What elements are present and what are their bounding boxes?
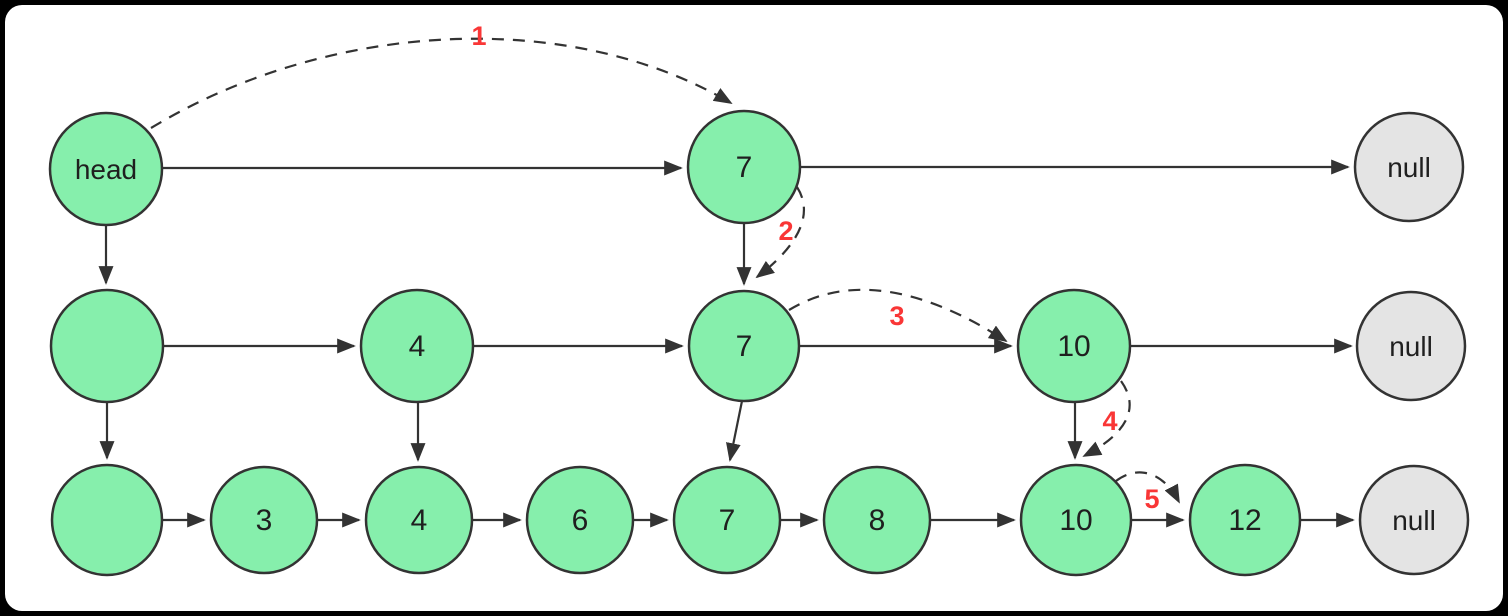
node-l0-3-circle [209,465,319,575]
node-l0-12: 12 [1188,463,1302,577]
node-head: head [48,111,164,227]
node-head-label: head [75,154,137,185]
node-l0-null-circle [1358,464,1470,576]
node-l1-10-label: 10 [1057,330,1090,363]
node-l0-6: 6 [525,465,635,575]
node-l0-12-circle [1188,463,1302,577]
node-l0-4: 4 [364,465,474,575]
level-2-row: head 7 null [48,109,1465,227]
step-4-dashed-arrow [1082,380,1131,457]
node-l1-4: 4 [359,288,475,404]
level-0-row: 3 4 6 7 8 10 12 null [50,463,1470,577]
step-1-label: 1 [471,21,486,51]
node-l0-4-label: 4 [411,504,428,537]
step-3-label: 3 [889,301,904,331]
node-l1-7: 7 [687,289,801,403]
node-l2-7-label: 7 [736,151,753,184]
step-3-dashed-arrow [788,288,1008,343]
node-l1-null-circle [1355,290,1467,402]
node-l0-6-circle [525,465,635,575]
step-labels: 1 2 3 4 5 [471,21,1159,514]
node-l0-3-label: 3 [256,504,273,537]
node-l0-8-circle [822,465,932,575]
node-l0-7-label: 7 [719,504,736,537]
step-5-label: 5 [1144,484,1159,514]
node-l0-6-label: 6 [572,504,589,537]
node-l2-7-circle [686,109,802,225]
node-l1-sentinel [49,288,165,404]
step-2-dashed-arrow [755,186,806,279]
node-l0-8: 8 [822,465,932,575]
node-l0-sentinel [50,463,164,577]
node-l1-7-circle [687,289,801,403]
node-l2-null-label: null [1387,152,1431,183]
node-l0-3: 3 [209,465,319,575]
node-l0-7: 7 [672,465,782,575]
node-l1-4-label: 4 [409,330,426,363]
node-l0-4-circle [364,465,474,575]
node-l1-10-circle [1016,288,1132,404]
node-l0-7-circle [672,465,782,575]
node-l1-10: 10 [1016,288,1132,404]
node-l0-12-label: 12 [1228,504,1261,537]
level-1-row: 4 7 10 null [49,288,1467,404]
node-l1-7-label: 7 [736,330,753,363]
step-2-label: 2 [778,216,793,246]
node-l1-4-circle [359,288,475,404]
pointer-arrows [98,159,1355,528]
step-1-dashed-arrow [150,37,733,129]
node-l2-null-circle [1353,111,1465,223]
node-l0-8-label: 8 [869,504,886,537]
node-l0-null: null [1358,464,1470,576]
arrow-l1-7-down [726,400,744,462]
node-head-circle [48,111,164,227]
search-path [150,37,1180,504]
node-l0-10-circle [1019,463,1133,577]
node-l1-null-label: null [1389,331,1433,362]
node-l0-null-label: null [1392,505,1436,536]
node-l0-sentinel-circle [50,463,164,577]
node-l2-7: 7 [686,109,802,225]
node-l0-10: 10 [1019,463,1133,577]
step-5-dashed-arrow [1115,471,1180,504]
node-l0-10-label: 10 [1059,504,1092,537]
node-l1-null: null [1355,290,1467,402]
node-l1-sentinel-circle [49,288,165,404]
step-4-label: 4 [1102,406,1117,436]
node-l2-null: null [1353,111,1465,223]
